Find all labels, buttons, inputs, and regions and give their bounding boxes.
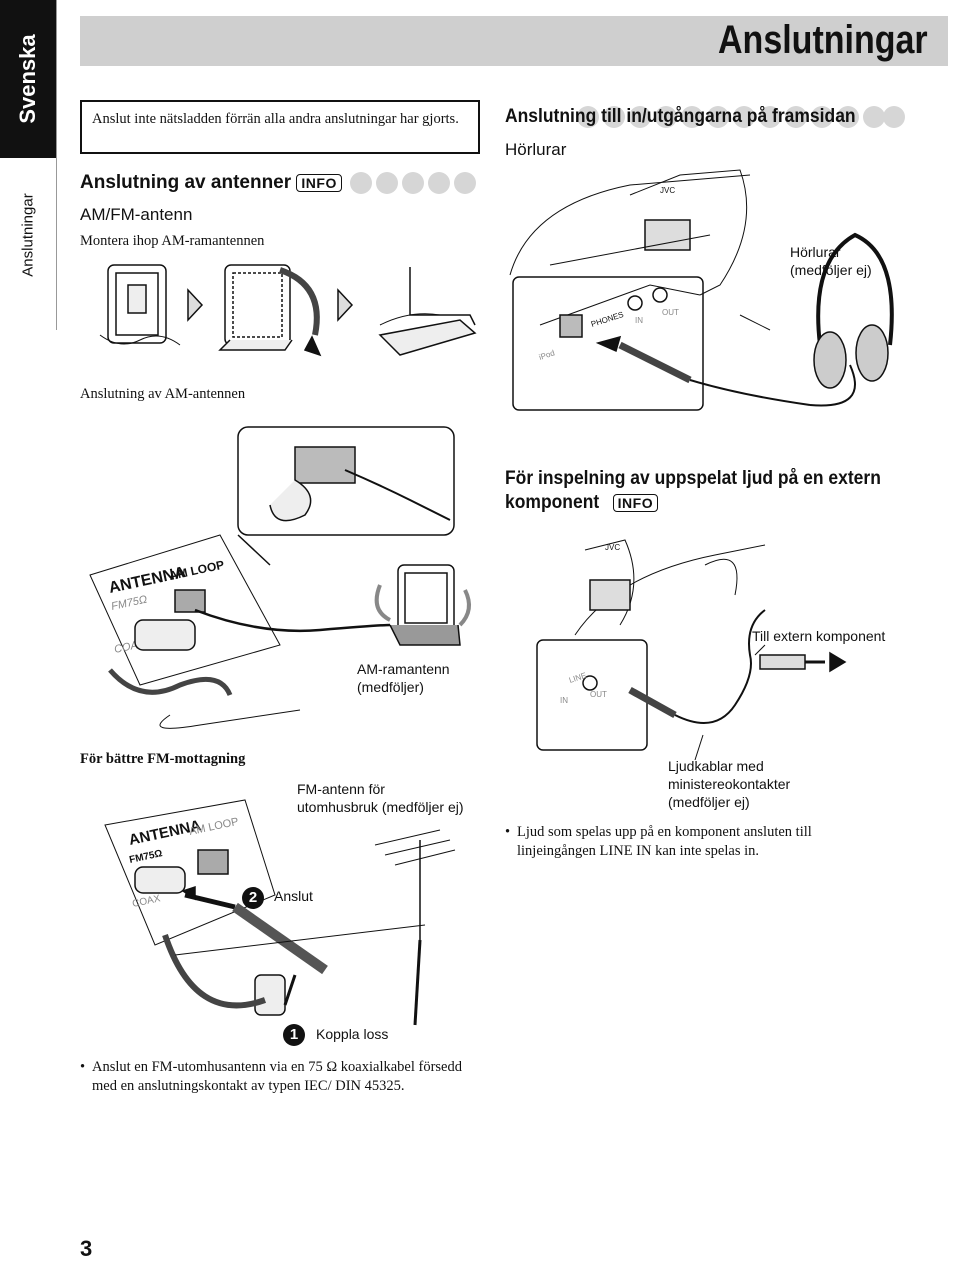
- fm-note: • Anslut en FM-utomhusantenn via en 75 Ω…: [80, 1059, 462, 1094]
- am-assembly-illustration: [99, 264, 477, 357]
- line-out-illustration: JVC LINE IN OUT: [536, 539, 847, 761]
- language-tab: Svenska: [0, 0, 56, 158]
- coax-label-2: COAX: [131, 893, 161, 910]
- out-label: OUT: [662, 308, 679, 317]
- step1-number: 1: [283, 1024, 305, 1046]
- front-heading-row: Anslutning till in/utgångarna på framsid…: [505, 106, 905, 130]
- am-loop-antenna-label: AM-ramantenn (medföljer): [357, 661, 450, 695]
- step1-label: Koppla loss: [316, 1026, 389, 1042]
- to-external-label: Till extern komponent: [752, 628, 886, 644]
- headphones-illustration: JVC PHONES iPod IN OUT: [509, 169, 894, 411]
- sidebar-divider: [56, 0, 57, 330]
- page-title-bar: Anslutningar: [80, 16, 948, 66]
- assemble-text: Montera ihop AM-ramantennen: [80, 233, 265, 249]
- brand-label-2: JVC: [605, 543, 620, 552]
- am-loop-label: AM LOOP: [168, 558, 226, 583]
- in-label-2: IN: [560, 696, 568, 705]
- ipod-label: iPod: [538, 348, 556, 362]
- headphones-label: Hörlurar (medföljer ej): [790, 244, 872, 278]
- am-fm-subheading: AM/FM-antenn: [80, 205, 193, 224]
- info-badge-record[interactable]: INFO: [612, 493, 659, 512]
- section-tab: Anslutningar: [0, 160, 56, 310]
- fm-heading: För bättre FM-mottagning: [80, 751, 246, 767]
- notice-box: Anslut inte nätsladden förrän alla andra…: [80, 100, 480, 154]
- antenna-heading: Anslutning av antenner INFO: [80, 172, 342, 194]
- page-number: 3: [80, 1236, 93, 1261]
- line-label: LINE: [568, 671, 588, 685]
- antenna-heading-row: Anslutning av antenner INFO: [80, 172, 480, 196]
- am-connection-illustration: ANTENNA AM LOOP FM75Ω COAX: [89, 426, 471, 729]
- in-label: IN: [635, 316, 643, 325]
- fm-outdoor-label: FM-antenn för utomhusbruk (medföljer ej): [297, 781, 464, 815]
- step2-label: Anslut: [274, 888, 313, 904]
- front-io-heading: Anslutning till in/utgångarna på framsid…: [505, 106, 856, 127]
- line-in-note: • Ljud som spelas upp på en komponent an…: [505, 824, 812, 859]
- record-heading-line1: För inspelning av uppspelat ljud på en e…: [505, 468, 881, 489]
- info-badge[interactable]: INFO: [296, 173, 342, 192]
- brand-label: JVC: [660, 186, 675, 195]
- cable-label: Ljudkablar med ministereokontakter (medf…: [668, 758, 791, 810]
- fm-connection-illustration: ANTENNA AM LOOP FM75Ω COAX: [104, 799, 456, 1026]
- out-label-2: OUT: [590, 690, 607, 699]
- language-label: Svenska: [15, 34, 40, 124]
- fm-label-2: FM75Ω: [128, 848, 163, 866]
- connect-am-text: Anslutning av AM-antennen: [80, 386, 246, 402]
- headphones-subheading: Hörlurar: [505, 140, 567, 159]
- step2-number: 2: [242, 887, 264, 909]
- page-title: Anslutningar: [718, 18, 928, 62]
- section-label: Anslutningar: [19, 193, 37, 277]
- phones-label: PHONES: [590, 310, 625, 329]
- record-heading-line2: komponent INFO: [505, 492, 659, 514]
- fm-label: FM75Ω: [110, 594, 148, 613]
